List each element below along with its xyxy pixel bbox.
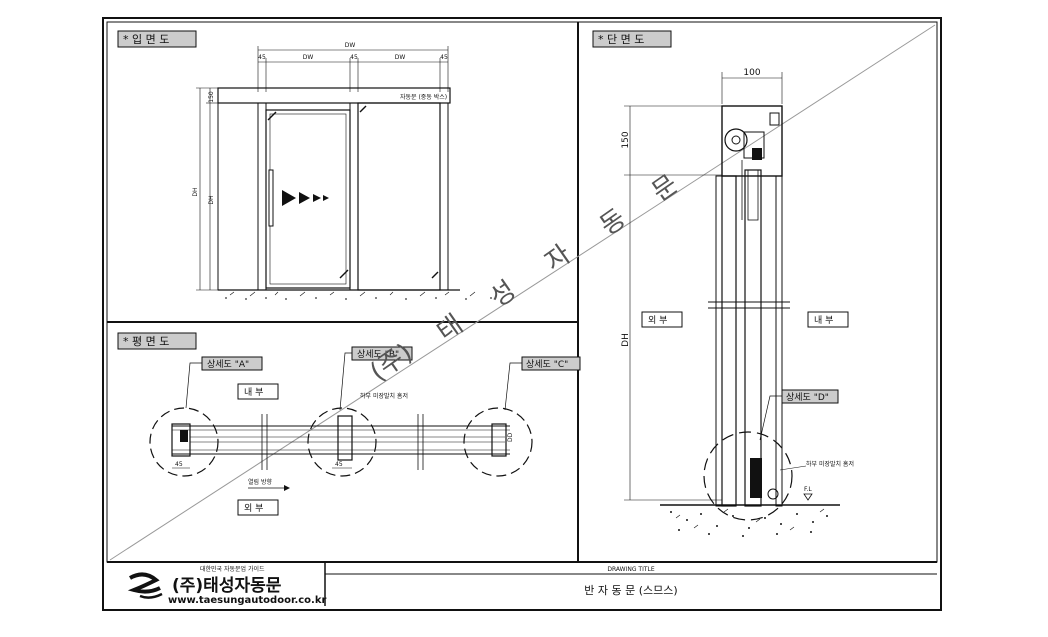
callout-d: 상세도 "D" (786, 392, 829, 403)
company-logo (127, 572, 163, 599)
watermark-char-3: 성 (485, 275, 522, 313)
plan-dim-45-mid: 45 (335, 461, 343, 468)
watermark-char-5: 동 (595, 203, 632, 241)
roller-icon (724, 128, 748, 152)
watermark-char-2: 태 (432, 309, 469, 347)
title-block: 대한민국 자동문업 가이드 (주)태성자동문 www.taesungautodo… (127, 565, 678, 606)
diagonal-guide (109, 24, 936, 561)
company-tagline: 대한민국 자동문업 가이드 (200, 565, 265, 573)
plan-dim-45-left: 45 (175, 461, 183, 468)
open-direction-arrow-icon (284, 485, 290, 491)
callout-a: 상세도 "A" (207, 359, 249, 370)
dim-dw-total: DW (345, 42, 356, 49)
section-title: * 단 면 도 (598, 33, 644, 46)
section-outside-label: 외 부 (648, 314, 667, 326)
company-watermark: (주) 태 성 자 동 문 (365, 169, 684, 387)
drawing-title: 반 자 동 문 (스므스) (584, 584, 677, 597)
section-inside-label: 내 부 (814, 315, 833, 326)
sheet-frame (102, 17, 942, 611)
callout-c: 상세도 "C" (526, 359, 568, 370)
company-url: www.taesungautodoor.co.kr (168, 595, 327, 606)
plan-title: * 평 면 도 (123, 335, 169, 348)
elevation-title: * 입 면 도 (123, 33, 169, 46)
dim-dw-right: DW (395, 54, 406, 61)
dim-45-mid: 45 (350, 54, 358, 61)
section-note-bottom: 하부 미장발치 흠저 (806, 460, 854, 468)
plan-title-box: * 평 면 도 (117, 332, 197, 350)
section-dim-dh: DH (621, 333, 631, 347)
plan-dim-dd: DD (507, 432, 514, 442)
header-note: 자동문 (중동 박스) (400, 93, 447, 101)
watermark-char-1: (주) (365, 338, 418, 388)
plan-drawing: 상세도 "A" 상세도 "B" 상세도 "C" 내 부 외 부 하부 미장발치 … (149, 346, 581, 516)
plan-direction-label: 열림 방향 (248, 478, 272, 486)
floor-level-label: F.L (804, 486, 812, 493)
plan-note-b: 하부 미장발치 흠저 (360, 392, 408, 400)
dim-dw-left: DW (303, 54, 314, 61)
dim-45-left: 45 (258, 54, 266, 61)
dim-45-right: 45 (440, 54, 448, 61)
plan-outside-label: 외 부 (244, 502, 263, 514)
dim-150-elev: 150 (208, 91, 215, 103)
section-drawing: 100 150 DH 외 부 내 부 상세도 "D" (621, 68, 854, 537)
direction-arrow-icon (282, 190, 296, 206)
plan-inside-label: 내 부 (244, 387, 263, 398)
elevation-title-box: * 입 면 도 (117, 30, 197, 48)
section-dim-150: 150 (621, 131, 631, 148)
elevation-drawing: DW 45 DW 45 DW 45 150 DH DH 자동문 (중동 박스) (192, 42, 492, 300)
dim-dh-outer: DH (192, 187, 199, 196)
callout-b: 상세도 "B" (357, 349, 399, 360)
drawing-title-label: DRAWING TITLE (607, 566, 655, 573)
section-dim-100: 100 (743, 68, 760, 78)
company-name: (주)태성자동문 (172, 576, 282, 596)
section-title-box: * 단 면 도 (592, 30, 672, 48)
dim-dh-inner: DH (208, 195, 215, 204)
watermark-char-4: 자 (540, 239, 577, 277)
